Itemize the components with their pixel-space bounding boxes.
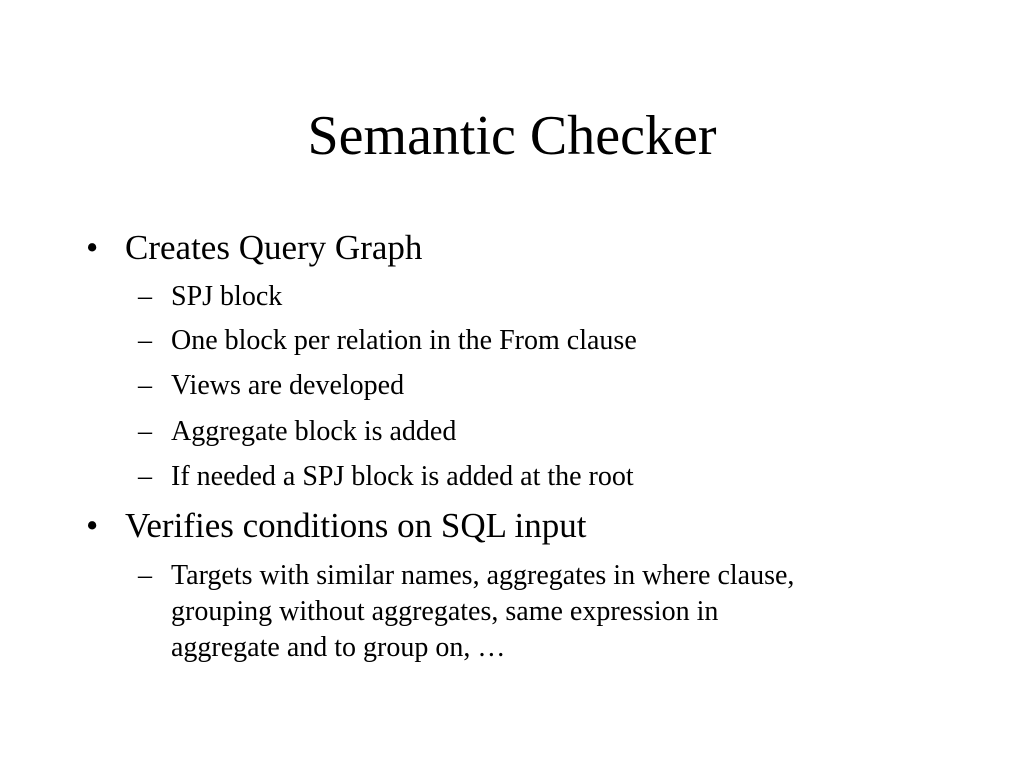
subitem-text: Aggregate block is added: [171, 416, 457, 447]
bullet-marker: •: [86, 228, 99, 267]
subitem-text-line-3: aggregate and to group on, …: [171, 632, 506, 663]
dash-marker: –: [138, 281, 152, 312]
subitem-text: Views are developed: [171, 370, 405, 401]
bullet-text: Verifies conditions on SQL input: [125, 506, 587, 545]
dash-marker: –: [138, 370, 152, 401]
dash-marker: –: [138, 416, 152, 447]
subitem-text: If needed a SPJ block is added at the ro…: [171, 461, 634, 492]
bullet-text: Creates Query Graph: [125, 228, 423, 267]
dash-marker: –: [138, 560, 152, 591]
bullet-marker: •: [86, 506, 99, 545]
subitem-text-line-2: grouping without aggregates, same expres…: [171, 596, 719, 627]
subitem-text: One block per relation in the From claus…: [171, 325, 637, 356]
subitem-text-line-1: Targets with similar names, aggregates i…: [171, 560, 795, 591]
subitem-text: SPJ block: [171, 281, 283, 312]
slide-title: Semantic Checker: [307, 105, 717, 167]
dash-marker: –: [138, 461, 152, 492]
dash-marker: –: [138, 325, 152, 356]
